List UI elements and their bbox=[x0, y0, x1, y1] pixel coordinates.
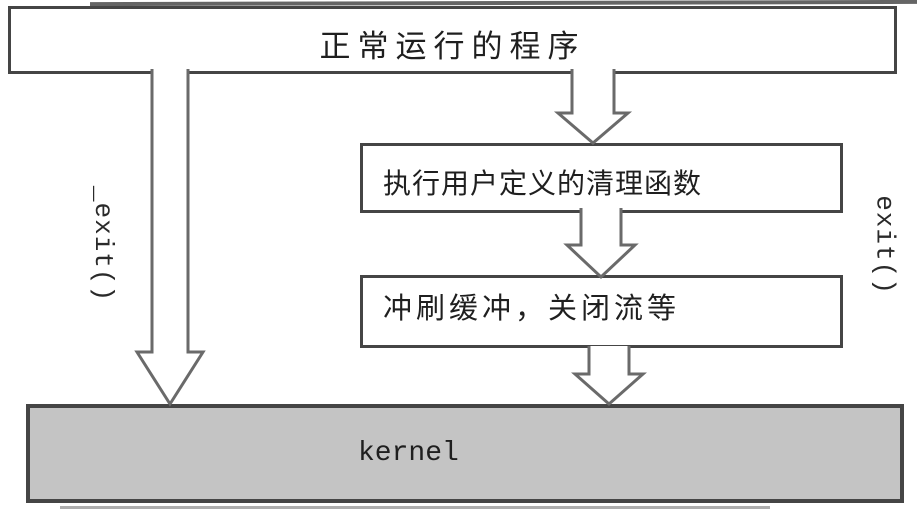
down-arrow-icon-flush-to-kernel bbox=[571, 346, 647, 407]
exit-call-label: exit() bbox=[869, 195, 900, 295]
scan-artifact-line-bottom bbox=[60, 506, 770, 509]
down-arrow-icon-program-to-cleanup bbox=[553, 69, 633, 145]
normal-program-label: 正常运行的程序 bbox=[319, 28, 586, 64]
flush-buffers-box: 冲刷缓冲，关闭流等 bbox=[360, 275, 843, 348]
long-down-arrow-icon bbox=[134, 69, 206, 407]
kernel-label: kernel bbox=[358, 438, 459, 469]
normal-program-box: 正常运行的程序 bbox=[8, 6, 897, 74]
kernel-box: kernel bbox=[26, 404, 904, 503]
down-arrow-icon-cleanup-to-flush bbox=[563, 208, 639, 280]
cleanup-functions-label: 执行用户定义的清理函数 bbox=[383, 168, 703, 199]
underscore-exit-call-label: _exit() bbox=[88, 185, 118, 303]
cleanup-functions-box: 执行用户定义的清理函数 bbox=[360, 143, 843, 213]
flush-buffers-label: 冲刷缓冲，关闭流等 bbox=[383, 293, 681, 325]
